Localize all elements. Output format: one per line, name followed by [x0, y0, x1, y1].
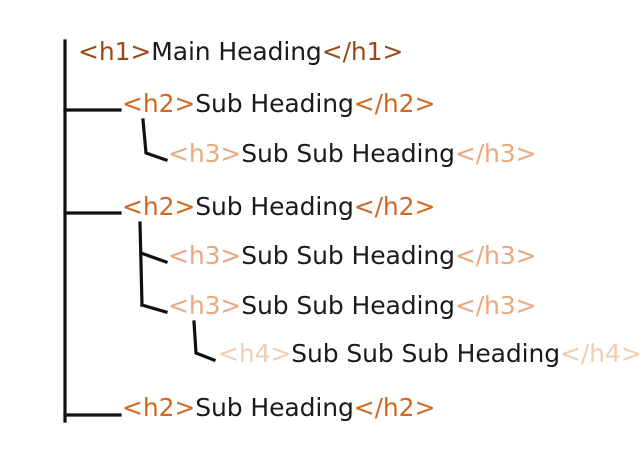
branch-h2a-to-h3a	[141, 118, 169, 163]
open-tag-h3b: <h3>	[168, 241, 242, 270]
tree-node-h3b: <h3>Sub Sub Heading</h3>	[168, 241, 537, 270]
open-tag-h2b: <h2>	[122, 192, 196, 221]
open-tag-h3a: <h3>	[168, 139, 242, 168]
close-tag-h3a: </h3>	[454, 139, 537, 168]
node-label-h2a: Sub Heading	[195, 89, 354, 118]
open-tag-h2c: <h2>	[122, 393, 196, 422]
tree-node-h4a: <h4>Sub Sub Sub Heading</h4>	[218, 341, 642, 366]
tree-node-h2a: <h2>Sub Heading</h2>	[122, 91, 435, 116]
close-tag-h2b: </h2>	[353, 192, 436, 221]
node-label-h2b: Sub Heading	[195, 192, 354, 221]
node-label-h2c: Sub Heading	[195, 393, 354, 422]
node-label-h3b: Sub Sub Heading	[241, 241, 455, 270]
node-label-h3c: Sub Sub Heading	[241, 291, 455, 320]
node-label-h1: Main Heading	[151, 37, 322, 66]
node-label-h3a: Sub Sub Heading	[241, 139, 455, 168]
close-tag-h2c: </h2>	[353, 393, 436, 422]
close-tag-h1: </h1>	[321, 37, 404, 66]
close-tag-h4a: </h4>	[559, 339, 642, 368]
branch-h2b-spine	[138, 221, 144, 307]
open-tag-h3c: <h3>	[168, 291, 242, 320]
node-label-h4a: Sub Sub Sub Heading	[291, 339, 560, 368]
close-tag-h2a: </h2>	[353, 89, 436, 118]
tree-node-h3c: <h3>Sub Sub Heading</h3>	[168, 291, 537, 320]
close-tag-h3b: </h3>	[454, 241, 537, 270]
close-tag-h3c: </h3>	[454, 291, 537, 320]
open-tag-h2a: <h2>	[122, 89, 196, 118]
branch-h3c-to-h4a	[192, 320, 217, 363]
tree-node-h2c: <h2>Sub Heading</h2>	[122, 395, 435, 420]
open-tag-h4a: <h4>	[218, 339, 292, 368]
tree-node-h3a: <h3>Sub Sub Heading</h3>	[168, 139, 537, 168]
tree-node-h2b: <h2>Sub Heading</h2>	[122, 194, 435, 219]
tree-node-h1: <h1>Main Heading</h1>	[78, 39, 403, 64]
branch-h2b-to-h3c	[140, 303, 168, 314]
branch-h2b-to-h3b	[138, 250, 169, 265]
open-tag-h1: <h1>	[78, 37, 152, 66]
